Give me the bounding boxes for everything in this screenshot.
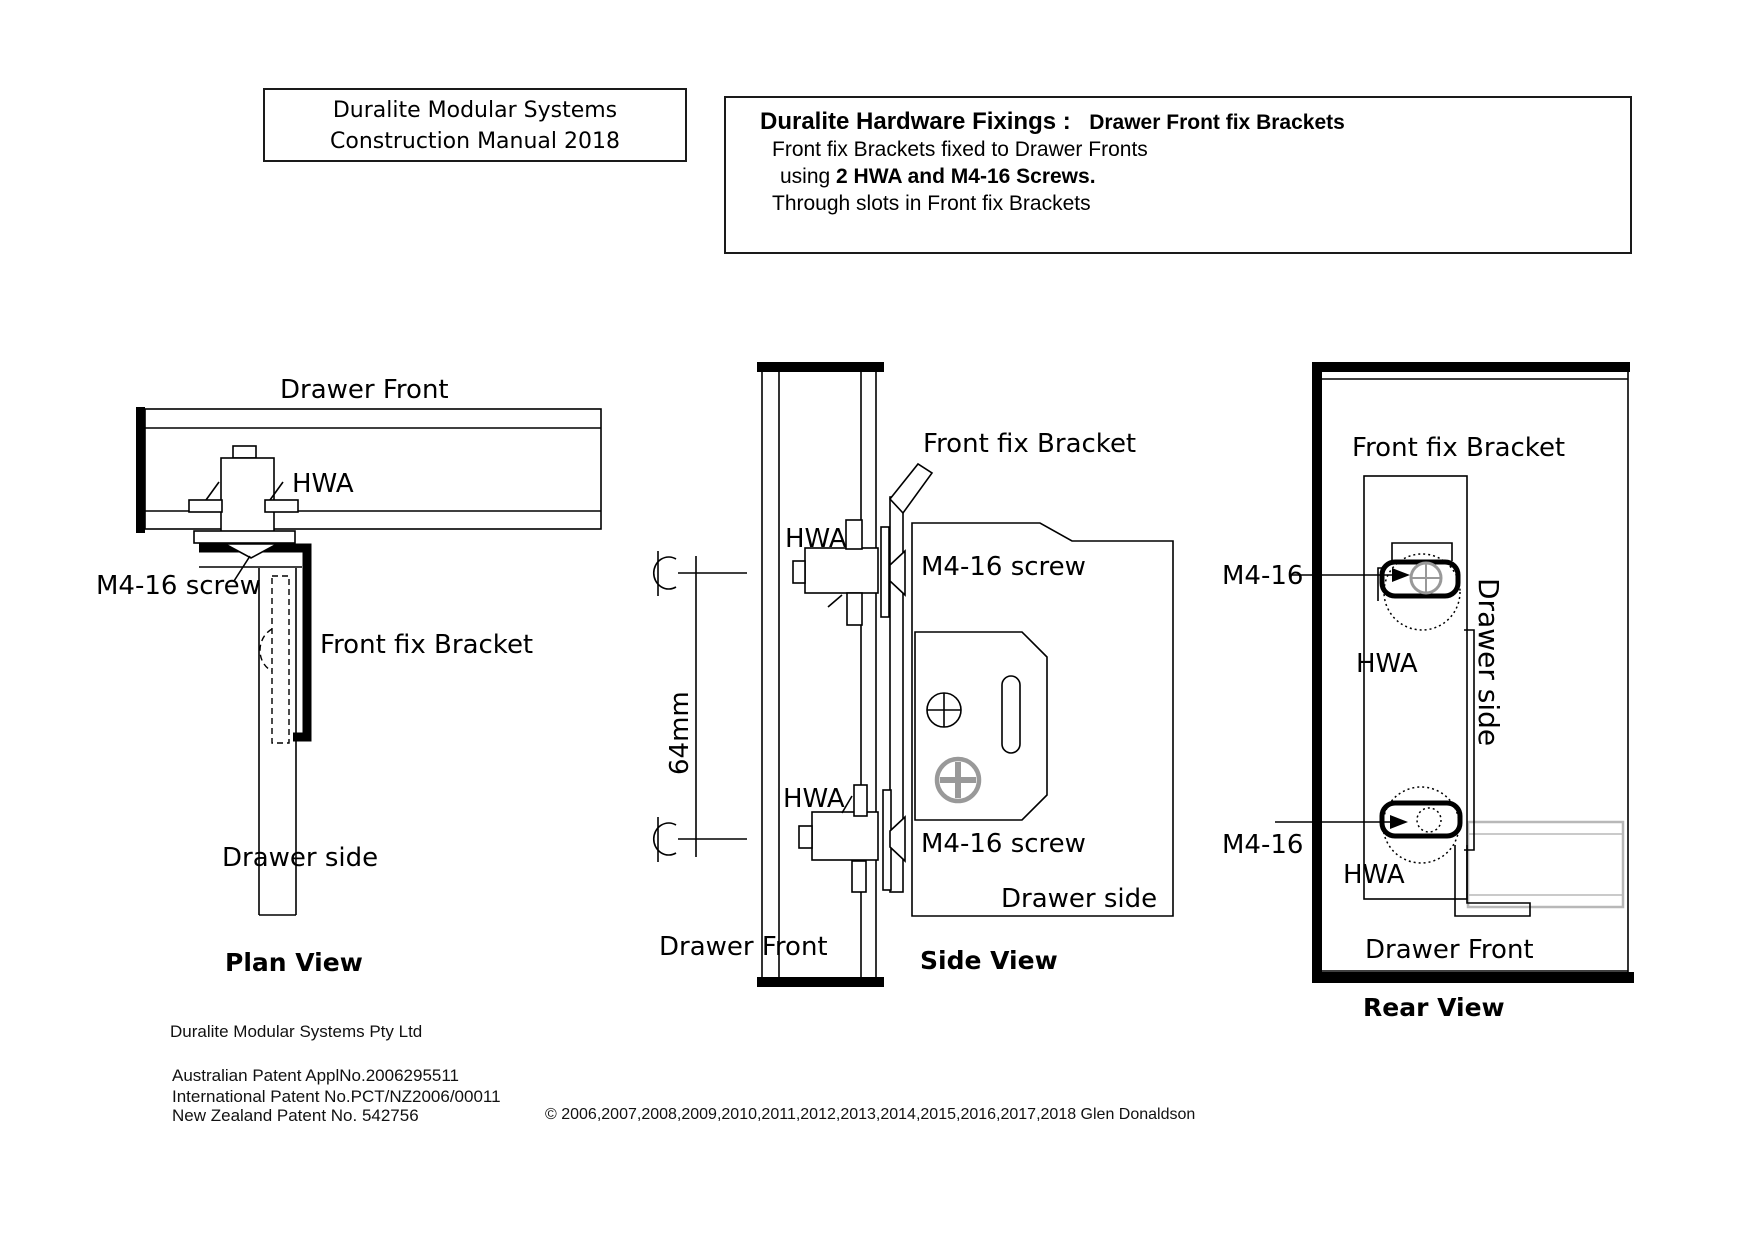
side-hwa-top-label: HWA bbox=[785, 524, 847, 554]
side-hwa-top-body bbox=[804, 547, 879, 594]
rear-front-fix-bracket-label: Front fix Bracket bbox=[1352, 433, 1565, 463]
rear-arrow-top-head bbox=[1392, 568, 1410, 582]
rear-frame-left-bar bbox=[1312, 362, 1322, 982]
side-hwa-bottom-tab-down bbox=[851, 860, 867, 893]
side-cl-symbol-top-arc bbox=[652, 556, 677, 590]
plan-drawer-side-label: Drawer side bbox=[222, 843, 378, 873]
side-screw-head-top bbox=[889, 549, 906, 597]
side-bracket-flap bbox=[888, 462, 934, 515]
side-cl-symbol-bottom-arc bbox=[652, 822, 677, 856]
side-front-cap-top bbox=[757, 362, 884, 372]
side-hwa-bottom-tick bbox=[841, 795, 853, 814]
manual-title-box: Duralite Modular Systems Construction Ma… bbox=[263, 88, 687, 162]
side-front-fix-bracket-label: Front fix Bracket bbox=[923, 429, 1136, 459]
side-m4-bottom-label: M4-16 screw bbox=[921, 829, 1086, 859]
rear-drawer-bottom-panel bbox=[1466, 820, 1625, 909]
side-screw-head-bottom bbox=[889, 815, 906, 863]
side-bracket-face-plate bbox=[914, 631, 1048, 821]
fixings-subtitle: Drawer Front fix Brackets bbox=[1089, 111, 1345, 134]
rear-drawer-side-extent bbox=[1464, 629, 1475, 851]
plan-washer bbox=[193, 530, 296, 544]
side-hwa-bottom-nub bbox=[798, 825, 813, 849]
rear-hwa-bottom-label: HWA bbox=[1343, 860, 1405, 890]
fixings-heading: Duralite Hardware Fixings : Drawer Front… bbox=[760, 108, 1630, 136]
side-hwa-bottom-body bbox=[811, 811, 879, 861]
patent-nz: New Zealand Patent No. 542756 bbox=[172, 1106, 419, 1125]
side-bracket-slot bbox=[1001, 675, 1021, 754]
fixings-line2-bold: 2 HWA and M4-16 Screws. bbox=[836, 165, 1096, 188]
rear-view-caption: Rear View bbox=[1363, 993, 1505, 1022]
plan-hwa-tick-left bbox=[205, 481, 220, 501]
company-name: Duralite Modular Systems Pty Ltd bbox=[170, 1022, 423, 1041]
side-view-caption: Side View bbox=[920, 946, 1058, 975]
plan-m4-screw-label: M4-16 screw bbox=[96, 571, 261, 601]
patent-au: Australian Patent ApplNo.2006295511 bbox=[172, 1066, 460, 1085]
fixings-title: Duralite Hardware Fixings : bbox=[760, 108, 1071, 135]
side-bracket-strip-top bbox=[880, 526, 890, 618]
rear-frame-bottom-bar bbox=[1312, 972, 1634, 983]
plan-hwa-body bbox=[220, 457, 275, 533]
side-hwa-bottom-tab-up bbox=[853, 784, 868, 817]
fixings-title-box: Duralite Hardware Fixings : Drawer Front… bbox=[724, 96, 1632, 254]
side-drawer-front-label: Drawer Front bbox=[659, 932, 828, 962]
patent-intl: International Patent No.PCT/NZ2006/00011 bbox=[172, 1087, 501, 1106]
rear-hwa-top-label: HWA bbox=[1356, 649, 1418, 679]
side-front-cap-bottom bbox=[757, 977, 884, 987]
plan-hwa-label: HWA bbox=[292, 469, 354, 499]
side-drawer-side-label: Drawer side bbox=[1001, 884, 1157, 914]
plan-hidden-bulge bbox=[259, 628, 273, 672]
side-hwa-top-tick bbox=[827, 594, 843, 608]
rear-bracket-foot bbox=[1454, 845, 1531, 917]
fixings-line3: Through slots in Front fix Brackets bbox=[772, 192, 1091, 215]
plan-view-drawing: Drawer Front HWA M4-16 screw bbox=[96, 375, 602, 977]
manual-title-line1: Duralite Modular Systems bbox=[332, 98, 618, 123]
plan-hidden-slot bbox=[271, 575, 290, 744]
rear-dotted-circle-bottom bbox=[1382, 786, 1460, 864]
plan-front-end-cap bbox=[136, 407, 145, 533]
side-hwa-top-tab-up bbox=[845, 519, 863, 550]
copyright-line: © 2006,2007,2008,2009,2010,2011,2012,201… bbox=[545, 1106, 1196, 1123]
plan-view-caption: Plan View bbox=[225, 948, 363, 977]
manual-title-line2: Construction Manual 2018 bbox=[330, 129, 620, 154]
rear-dotted-circle-top bbox=[1383, 553, 1461, 631]
rear-drawer-side-label: Drawer side bbox=[1472, 578, 1505, 746]
rear-hwa-top-hook bbox=[1377, 542, 1453, 601]
side-hwa-top-tab-down bbox=[846, 592, 863, 626]
plan-hwa-nub bbox=[232, 445, 257, 459]
side-m4-top-label: M4-16 screw bbox=[921, 552, 1086, 582]
rear-m4-top-label: M4-16 bbox=[1222, 561, 1303, 591]
side-gray-screw-circle bbox=[934, 756, 982, 804]
rear-slot-bottom bbox=[1379, 800, 1463, 839]
plan-hwa-tick-right bbox=[269, 481, 284, 501]
rear-dotted-circle-bottom-small bbox=[1416, 807, 1442, 833]
plan-drawer-front-label: Drawer Front bbox=[280, 375, 449, 405]
fixings-line2: using 2 HWA and M4-16 Screws. bbox=[780, 163, 1630, 190]
rear-m4-bottom-label: M4-16 bbox=[1222, 830, 1303, 860]
side-hwa-top-nub bbox=[792, 560, 806, 584]
plan-screw-head bbox=[224, 543, 278, 559]
side-view-drawing: Front fix Bracket HWA M4-16 screw bbox=[652, 362, 1174, 987]
rear-view-drawing: Front fix Bracket Drawer side M4-16 HWA bbox=[1222, 362, 1634, 1022]
side-dimension-label: 64mm bbox=[665, 691, 695, 775]
rear-frame-top-bar bbox=[1312, 362, 1630, 372]
plan-screw-leader-line bbox=[233, 555, 251, 582]
rear-arrow-bottom-head bbox=[1390, 815, 1408, 829]
plan-hwa-tab-right bbox=[264, 499, 299, 513]
plan-front-fix-bracket-label: Front fix Bracket bbox=[320, 630, 533, 660]
side-hwa-bottom-label: HWA bbox=[783, 784, 845, 814]
rear-drawer-front-label: Drawer Front bbox=[1365, 935, 1534, 965]
plan-hwa-tab-left bbox=[188, 499, 223, 513]
fixings-line1: Front fix Brackets fixed to Drawer Front… bbox=[772, 138, 1148, 161]
fixings-line2-prefix: using bbox=[780, 165, 837, 188]
